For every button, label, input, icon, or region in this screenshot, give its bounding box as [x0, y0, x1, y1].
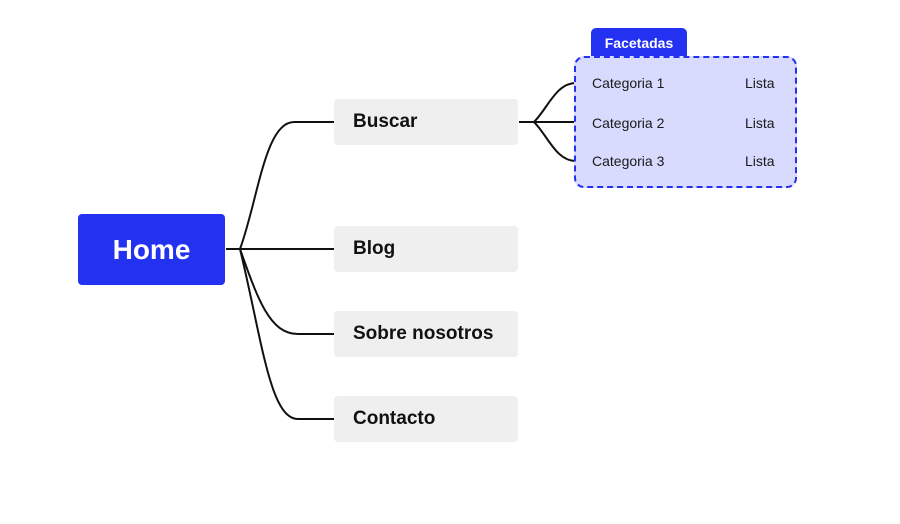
contacto-node-label: Contacto: [353, 408, 436, 429]
connector-home-buscar: [226, 121, 334, 250]
home-node[interactable]: Home: [78, 214, 225, 285]
buscar-node-label: Buscar: [353, 111, 418, 132]
facetadas-tag: Facetadas: [591, 28, 687, 58]
blog-node-label: Blog: [353, 238, 396, 259]
facetadas-group: [574, 56, 797, 188]
connector-home-contacto: [239, 248, 334, 420]
lista-3-node[interactable]: Lista: [745, 153, 775, 169]
sobre-nosotros-node[interactable]: Sobre nosotros: [334, 311, 518, 357]
categoria-1-node[interactable]: Categoria 1: [592, 75, 665, 91]
blog-node[interactable]: Blog: [334, 226, 518, 272]
facetadas-tag-label: Facetadas: [604, 35, 674, 51]
contacto-node[interactable]: Contacto: [334, 396, 518, 442]
connector-home-sobre-nosotros: [239, 248, 334, 335]
lista-1-node[interactable]: Lista: [745, 75, 775, 91]
categoria-2-node[interactable]: Categoria 2: [592, 115, 665, 131]
buscar-node[interactable]: Buscar: [334, 99, 518, 145]
home-node-label: Home: [112, 233, 191, 265]
sobre-nosotros-node-label: Sobre nosotros: [353, 323, 494, 344]
categoria-3-node[interactable]: Categoria 3: [592, 153, 665, 169]
lista-2-node[interactable]: Lista: [745, 115, 775, 131]
